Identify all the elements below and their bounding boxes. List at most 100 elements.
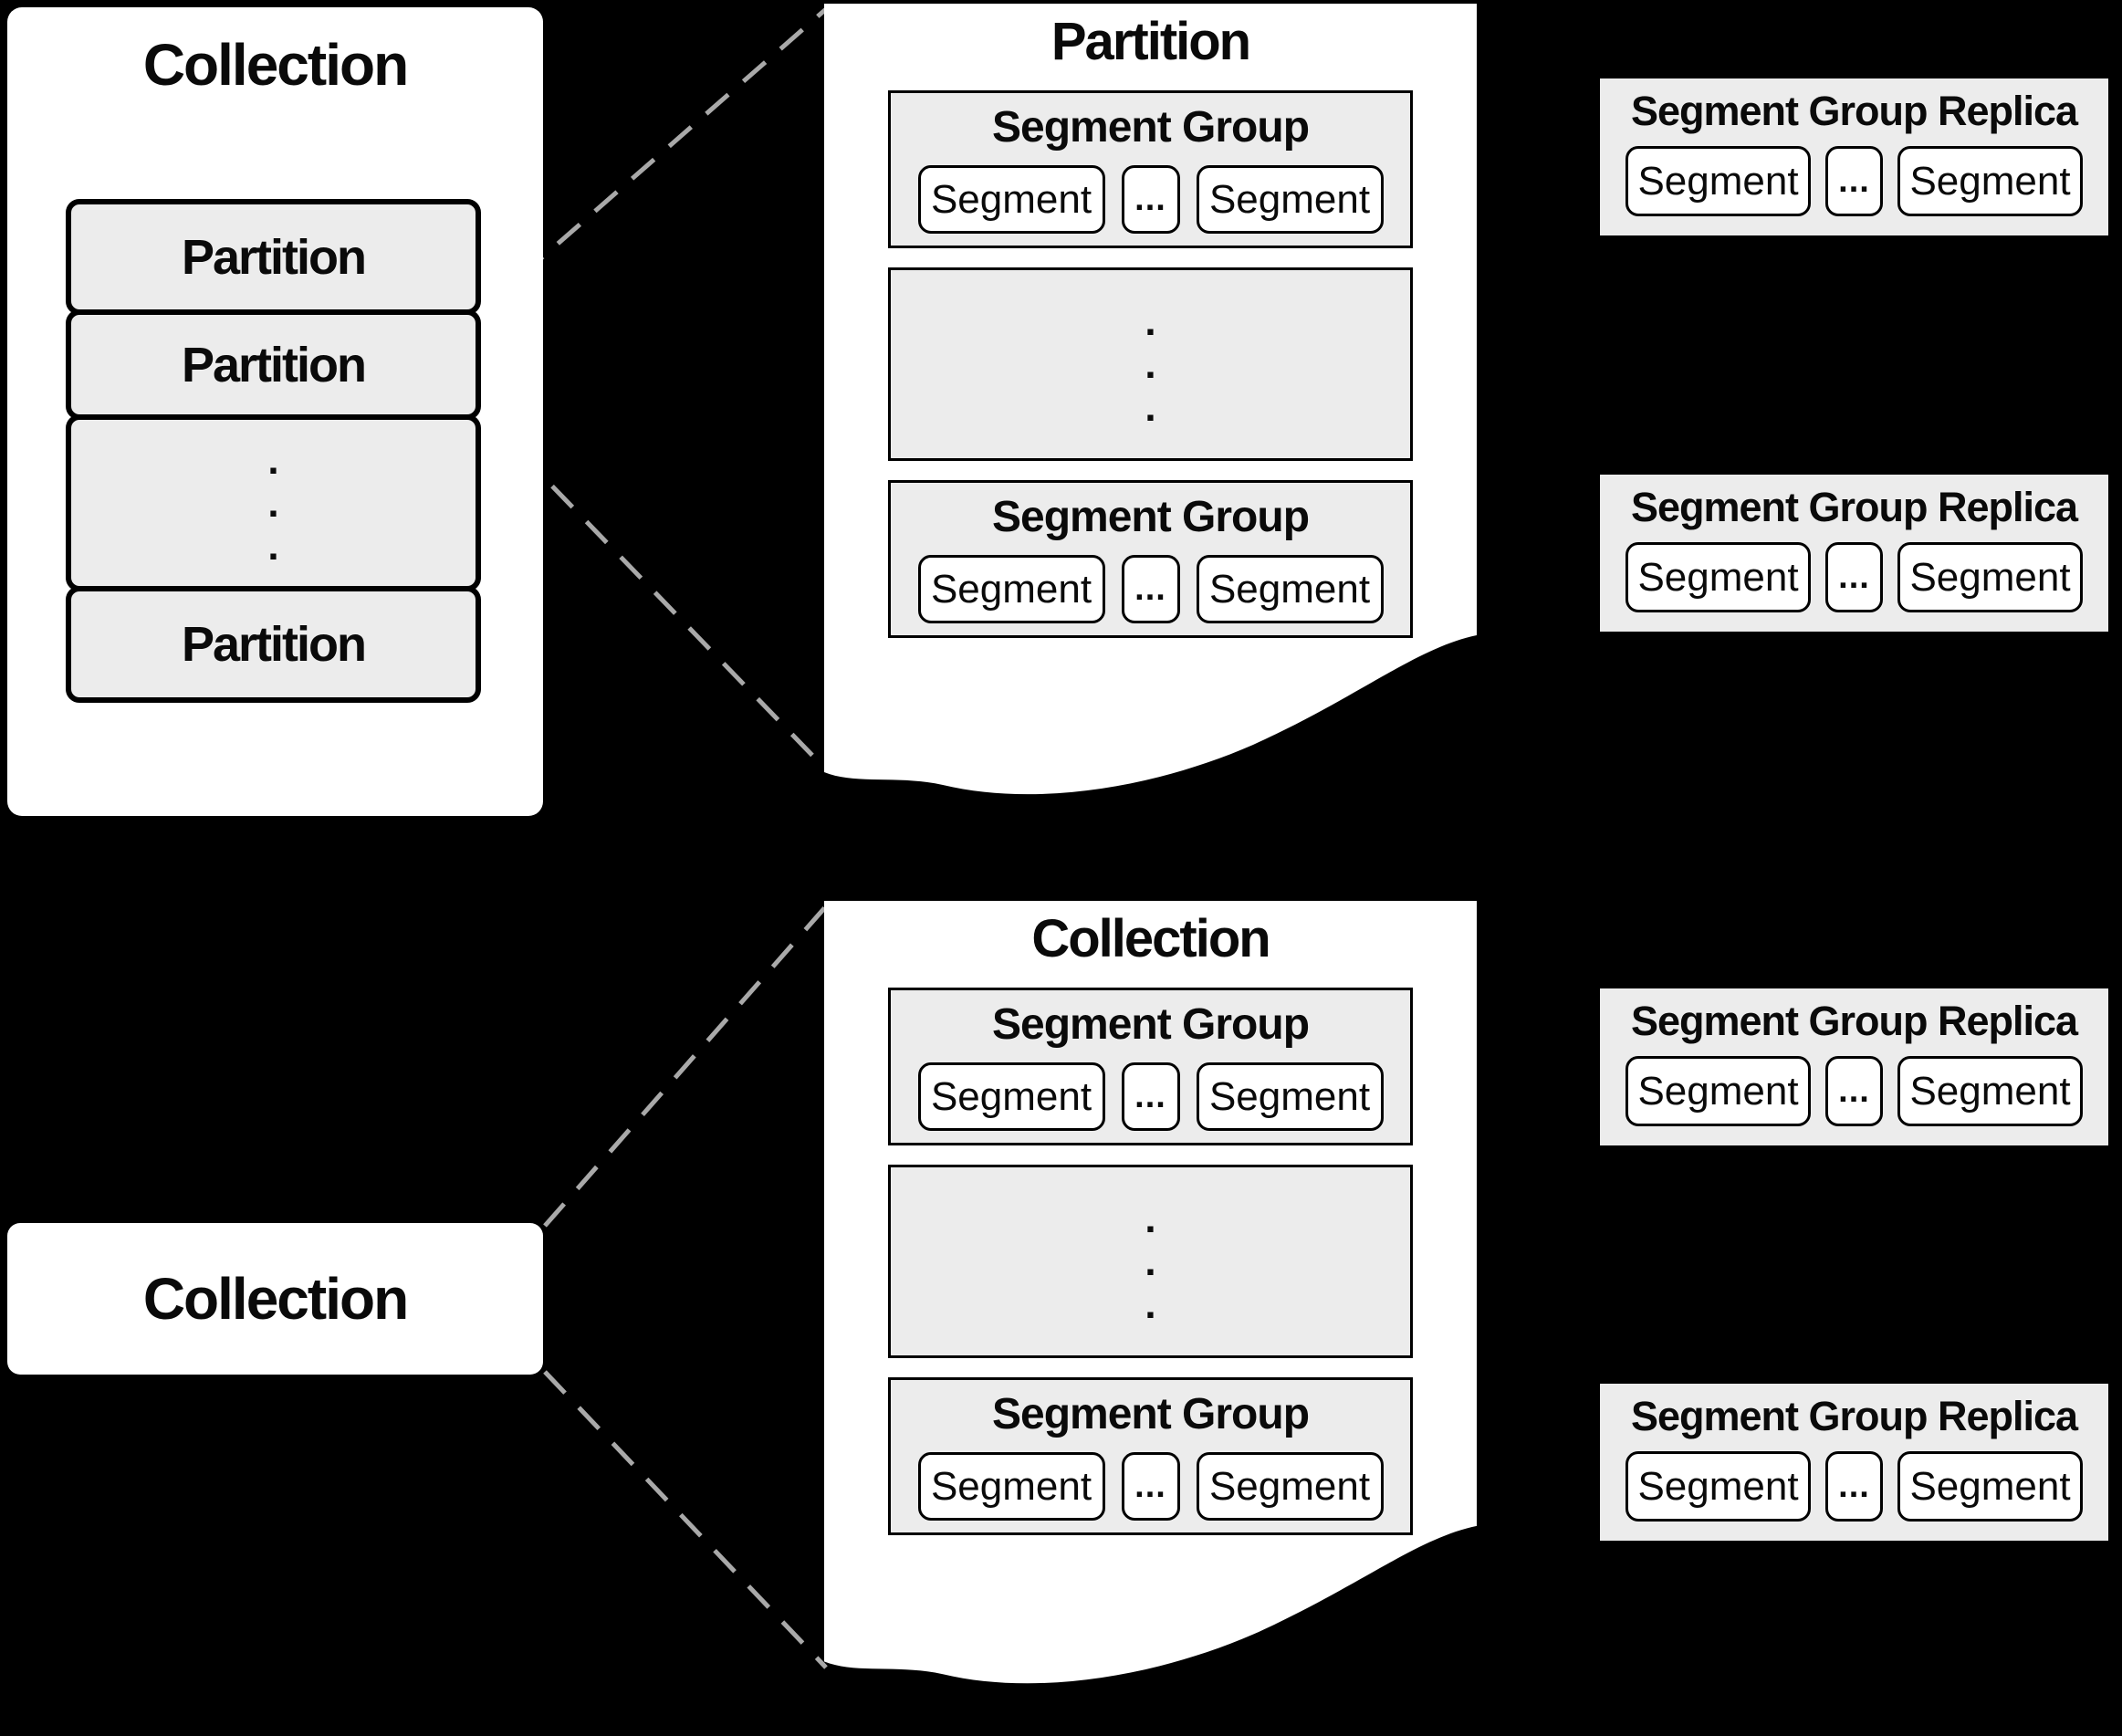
collection-bar-title: Collection: [142, 1266, 409, 1332]
horizontal-ellipsis: ...: [1134, 1467, 1166, 1505]
document-title: Partition: [1051, 12, 1251, 71]
segment-label: Segment: [1909, 1463, 2071, 1509]
segment-group-ellipsis-box: . . .: [888, 267, 1413, 461]
segment-group-ellipsis-box: . . .: [888, 1165, 1413, 1358]
segment-box: Segment: [1196, 1452, 1384, 1521]
ellipsis-dot: .: [1145, 384, 1156, 430]
segment-label: Segment: [1637, 554, 1799, 600]
segment-label: Segment: [1208, 1073, 1371, 1119]
segment-row: Segment ... Segment: [1600, 542, 2108, 612]
segment-label: Segment: [1208, 566, 1371, 612]
replica-title: Segment Group Replica: [1630, 998, 2078, 1044]
segment-label: Segment: [930, 566, 1092, 612]
collection-panel: Collection Partition Partition . . . Par…: [7, 7, 543, 816]
segment-box: Segment: [1625, 1056, 1811, 1126]
ellipsis-dot: .: [267, 523, 279, 569]
ellipsis-box: ...: [1121, 165, 1180, 234]
segment-label: Segment: [1208, 176, 1371, 222]
document-title: Collection: [1031, 909, 1270, 968]
segment-label: Segment: [1637, 158, 1799, 204]
segment-box: Segment: [1625, 542, 1811, 612]
segment-label: Segment: [1637, 1463, 1799, 1509]
partition-box: Partition: [66, 309, 481, 420]
segment-label: Segment: [930, 1463, 1092, 1509]
ellipsis-dot: .: [1145, 298, 1156, 344]
vertical-ellipsis: . . .: [891, 270, 1410, 458]
segment-row: Segment ... Segment: [1600, 1451, 2108, 1522]
segment-row: Segment ... Segment: [891, 1452, 1410, 1521]
connector-partition-to-doc-bottom: [482, 413, 828, 771]
segment-box: Segment: [917, 1452, 1105, 1521]
ellipsis-dot: .: [267, 480, 279, 526]
segment-group-box: Segment Group Segment ... Segment: [888, 988, 1413, 1145]
segment-box: Segment: [1196, 165, 1384, 234]
segment-label: Segment: [1637, 1068, 1799, 1114]
ellipsis-box: ...: [1825, 1451, 1883, 1522]
segment-group-title: Segment Group: [991, 493, 1310, 541]
partition-label: Partition: [181, 229, 367, 285]
segment-group-replica-box: Segment Group Replica Segment ... Segmen…: [1600, 988, 2108, 1145]
vertical-ellipsis: . . .: [71, 420, 476, 586]
replica-title: Segment Group Replica: [1630, 88, 2078, 134]
ellipsis-dot: .: [1145, 1281, 1156, 1327]
partition-box: Partition: [66, 586, 481, 703]
collection-bar: Collection: [7, 1223, 543, 1375]
ellipsis-box: ...: [1121, 1062, 1180, 1131]
replica-title: Segment Group Replica: [1630, 484, 2078, 530]
segment-box: Segment: [917, 1062, 1105, 1131]
segment-box: Segment: [1897, 1451, 2083, 1522]
segment-label: Segment: [1909, 158, 2071, 204]
horizontal-ellipsis: ...: [1838, 558, 1870, 596]
partition-box: Partition: [66, 199, 481, 315]
ellipsis-dot: .: [267, 437, 279, 483]
segment-group-box: Segment Group Segment ... Segment: [888, 90, 1413, 248]
segment-row: Segment ... Segment: [1600, 1056, 2108, 1126]
segment-box: Segment: [917, 165, 1105, 234]
segment-group-replica-box: Segment Group Replica Segment ... Segmen…: [1600, 78, 2108, 235]
ellipsis-box: ...: [1825, 1056, 1883, 1126]
segment-label: Segment: [930, 176, 1092, 222]
connector-collection-to-doc-top: [543, 905, 828, 1228]
ellipsis-dot: .: [1145, 341, 1156, 387]
ellipsis-box: ...: [1121, 1452, 1180, 1521]
segment-row: Segment ... Segment: [891, 555, 1410, 623]
horizontal-ellipsis: ...: [1134, 570, 1166, 608]
segment-group-title: Segment Group: [991, 1000, 1310, 1049]
horizontal-ellipsis: ...: [1838, 1072, 1870, 1110]
segment-group-title: Segment Group: [991, 1390, 1310, 1438]
partition-label: Partition: [181, 617, 367, 672]
horizontal-ellipsis: ...: [1134, 180, 1166, 218]
segment-box: Segment: [1897, 146, 2083, 216]
segment-label: Segment: [1909, 1068, 2071, 1114]
ellipsis-dot: .: [1145, 1239, 1156, 1284]
segment-group-box: Segment Group Segment ... Segment: [888, 480, 1413, 638]
ellipsis-box: ...: [1121, 555, 1180, 623]
segment-label: Segment: [930, 1073, 1092, 1119]
segment-box: Segment: [1196, 555, 1384, 623]
segment-row: Segment ... Segment: [891, 165, 1410, 234]
partition-label: Partition: [181, 337, 367, 392]
segment-label: Segment: [1909, 554, 2071, 600]
segment-group-box: Segment Group Segment ... Segment: [888, 1377, 1413, 1535]
segment-box: Segment: [1897, 542, 2083, 612]
replica-title: Segment Group Replica: [1630, 1393, 2078, 1439]
segment-box: Segment: [1897, 1056, 2083, 1126]
partition-document: Partition Segment Group Segment ... Segm…: [824, 4, 1477, 803]
vertical-ellipsis: . . .: [891, 1167, 1410, 1355]
partition-ellipsis-box: . . .: [66, 414, 481, 591]
ellipsis-box: ...: [1825, 542, 1883, 612]
segment-group-replica-box: Segment Group Replica Segment ... Segmen…: [1600, 475, 2108, 632]
panel-title: Collection: [142, 32, 409, 98]
segment-group-title: Segment Group: [991, 103, 1310, 152]
segment-row: Segment ... Segment: [891, 1062, 1410, 1131]
segment-box: Segment: [917, 555, 1105, 623]
horizontal-ellipsis: ...: [1838, 162, 1870, 200]
segment-label: Segment: [1208, 1463, 1371, 1509]
segment-row: Segment ... Segment: [1600, 146, 2108, 216]
segment-group-replica-box: Segment Group Replica Segment ... Segmen…: [1600, 1384, 2108, 1541]
ellipsis-dot: .: [1145, 1196, 1156, 1241]
connector-collection-to-doc-bottom: [543, 1370, 828, 1669]
horizontal-ellipsis: ...: [1838, 1467, 1870, 1505]
ellipsis-box: ...: [1825, 146, 1883, 216]
